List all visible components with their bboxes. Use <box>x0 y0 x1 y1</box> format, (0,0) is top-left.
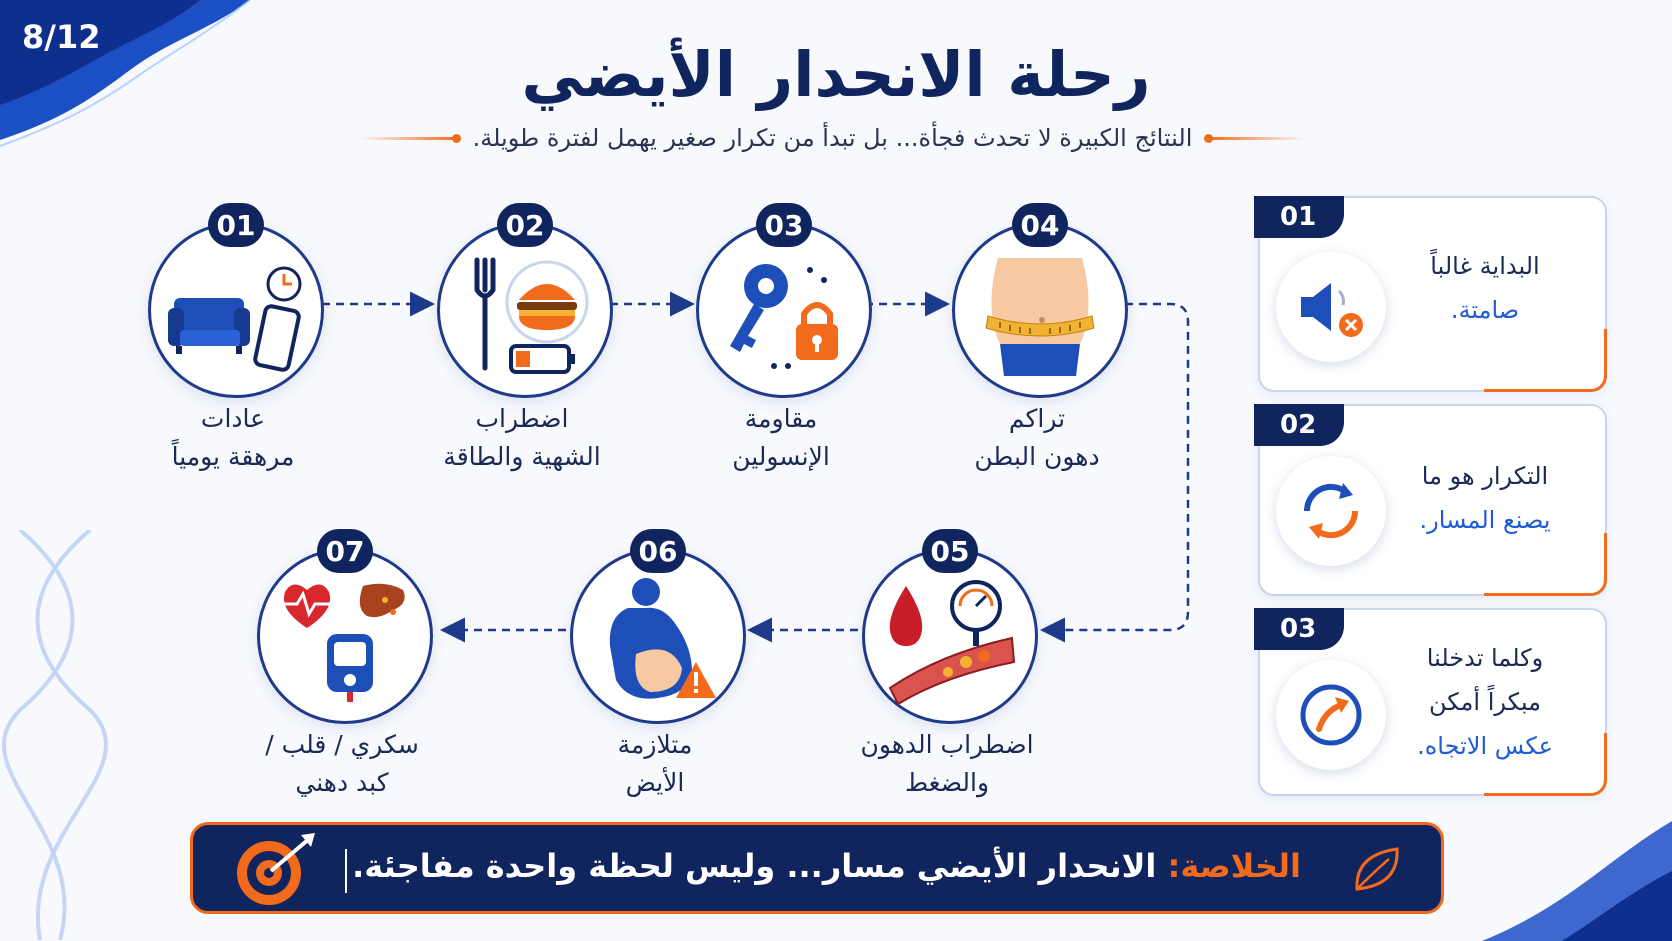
step-04: 04 <box>952 203 1128 398</box>
conclusion-key: الخلاصة: <box>1167 847 1301 885</box>
step-07: 07 <box>257 529 433 724</box>
side-panel-01: 01 البداية غالباً صامتة. <box>1254 196 1607 392</box>
step-05-label: اضطراب الدهون والضغط <box>827 726 1067 802</box>
panel-accent <box>1484 733 1607 796</box>
panel-text: البداية غالباً صامتة. <box>1395 244 1575 332</box>
step-07-label: سكري / قلب / كبد دهني <box>222 726 462 802</box>
page-number: 8/12 <box>22 18 101 56</box>
step-04-label: تراكم دهون البطن <box>917 400 1157 476</box>
conclusion-bar: الخلاصة: الانحدار الأيضي مسار... وليس لح… <box>190 822 1444 914</box>
step-label-line1: عادات <box>200 404 266 433</box>
heart-liver-glucometer-icon <box>283 583 405 702</box>
panel-icon-circle <box>1276 252 1386 362</box>
target-arrow-icon <box>237 833 315 905</box>
step-06: 06 <box>570 529 746 724</box>
panel-text-highlight: صامتة. <box>1450 296 1520 324</box>
step-number: 06 <box>630 529 686 573</box>
panel-text-highlight: يصنع المسار. <box>1419 506 1551 534</box>
burger-fork-battery-icon <box>474 257 589 374</box>
leaf-icon <box>1355 847 1399 891</box>
step-number: 03 <box>756 203 812 247</box>
conclusion-divider <box>345 849 347 893</box>
step-label-line1: اضطراب <box>475 404 569 433</box>
background-wave-top-left <box>0 0 251 147</box>
blood-gauge-artery-icon <box>888 580 1016 706</box>
subtitle: النتائج الكبيرة لا تحدث فجأة... بل تبدأ … <box>472 124 1193 152</box>
sofa-phone-clock-icon <box>168 266 302 372</box>
step-label-line1: سكري / قلب / <box>265 730 419 759</box>
side-panel-02: 02 التكرار هو ما يصنع المسار. <box>1254 404 1607 596</box>
step-number: 01 <box>208 203 264 247</box>
step-label-line2: والضغط <box>904 768 990 797</box>
panel-icon-circle <box>1276 456 1386 566</box>
panel-text-line2: مبكراً أمكن <box>1429 688 1541 716</box>
conclusion-body: الانحدار الأيضي مسار... وليس لحظة واحدة … <box>352 847 1168 885</box>
background-dna-helix <box>2 530 108 940</box>
step-number: 07 <box>317 529 373 573</box>
step-06-label: متلازمة الأيض <box>535 726 775 802</box>
step-label-line2: الأيض <box>625 768 685 797</box>
panel-accent <box>1484 329 1607 392</box>
compass-arrow-icon <box>1300 684 1362 746</box>
subtitle-decor-left <box>358 133 461 143</box>
step-label-line1: اضطراب الدهون <box>860 730 1034 759</box>
belly-tape-icon <box>985 258 1095 376</box>
step-01: 01 <box>148 203 324 398</box>
panel-number: 03 <box>1254 608 1344 650</box>
key-lock-icon <box>730 264 838 369</box>
step-05: 05 <box>862 529 1038 724</box>
step-01-label: عادات مرهقة يومياً <box>113 400 353 476</box>
subtitle-row: النتائج الكبيرة لا تحدث فجأة... بل تبدأ … <box>285 118 1380 158</box>
muted-speaker-icon <box>1301 283 1363 337</box>
step-02-label: اضطراب الشهية والطاقة <box>402 400 642 476</box>
side-panel-03: 03 وكلما تدخلنا مبكراً أمكن عكس الاتجاه. <box>1254 608 1607 796</box>
step-02: 02 <box>437 203 613 398</box>
step-label-line2: الإنسولين <box>732 442 830 471</box>
step-label-line2: مرهقة يومياً <box>171 442 295 471</box>
step-number: 02 <box>497 203 553 247</box>
step-label-line1: مقاومة <box>744 404 818 433</box>
panel-number: 01 <box>1254 196 1344 238</box>
step-label-line2: دهون البطن <box>974 442 1100 471</box>
body-warning-icon <box>609 578 716 699</box>
step-number: 04 <box>1012 203 1068 247</box>
conclusion-text: الخلاصة: الانحدار الأيضي مسار... وليس لح… <box>352 847 1301 885</box>
panel-text: التكرار هو ما يصنع المسار. <box>1395 454 1575 542</box>
panel-number: 02 <box>1254 404 1344 446</box>
cycle-arrows-icon <box>1303 483 1359 539</box>
panel-text-line1: التكرار هو ما <box>1421 462 1549 490</box>
step-03-label: مقاومة الإنسولين <box>661 400 901 476</box>
panel-icon-circle <box>1276 660 1386 770</box>
panel-text-line1: البداية غالباً <box>1430 252 1540 280</box>
step-label-line1: تراكم <box>1008 404 1066 433</box>
panel-accent <box>1484 533 1607 596</box>
subtitle-decor-right <box>1204 133 1307 143</box>
step-label-line2: الشهية والطاقة <box>443 442 601 471</box>
step-label-line1: متلازمة <box>617 730 693 759</box>
step-number: 05 <box>922 529 978 573</box>
page-title: رحلة الانحدار الأيضي <box>521 38 1151 111</box>
step-03: 03 <box>696 203 872 398</box>
step-label-line2: كبد دهني <box>295 768 389 797</box>
panel-text-line1: وكلما تدخلنا <box>1426 644 1544 672</box>
background-wave-bottom-right <box>1482 821 1672 941</box>
